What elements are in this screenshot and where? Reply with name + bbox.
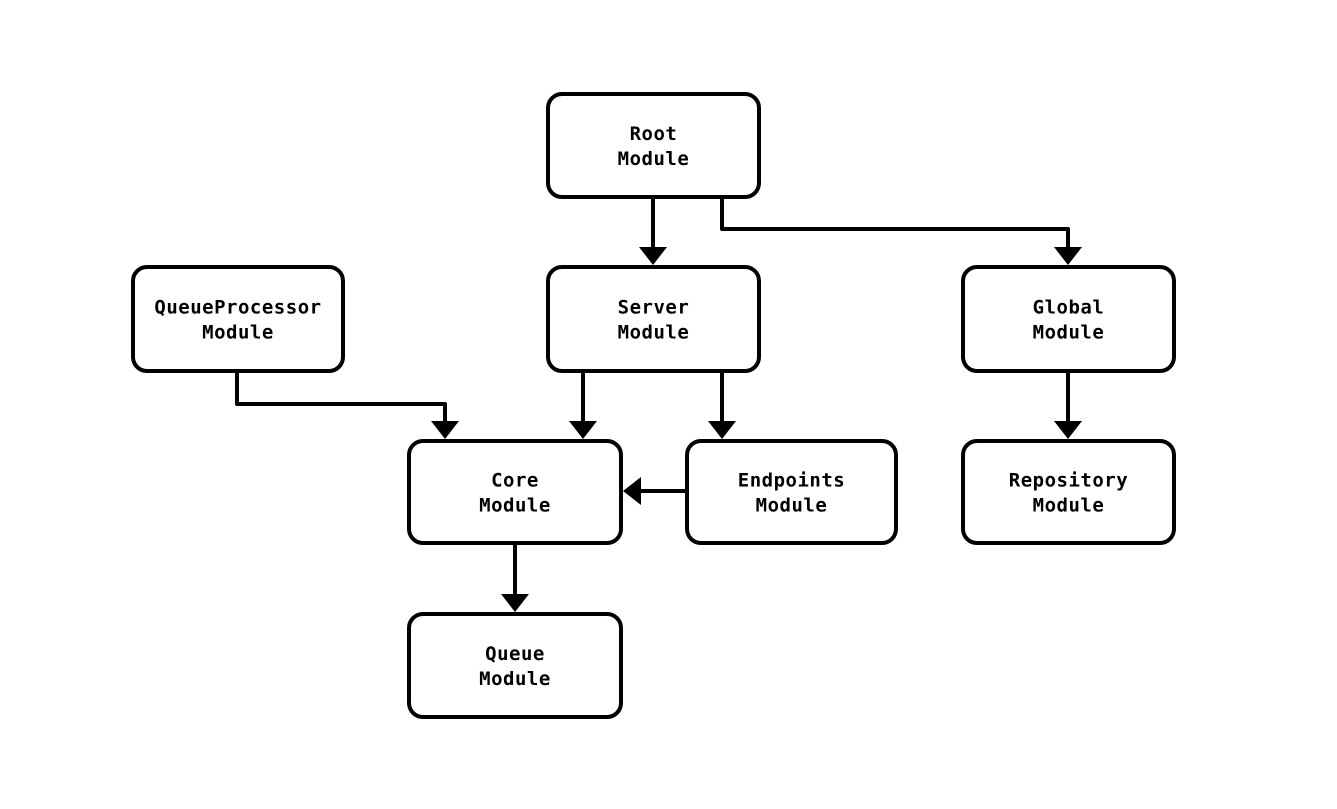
edge-core-to-queue [501, 543, 529, 612]
edges-layer [235, 197, 1082, 612]
edge-root-to-global-line [720, 197, 1070, 252]
global-module-node-label-line1: Global [1033, 297, 1105, 319]
endpoints-module-node-label-line2: Module [756, 495, 828, 517]
edge-queueprocessor-to-core-arrowhead [431, 421, 459, 439]
edge-server-to-endpoints [708, 371, 736, 439]
edge-root-to-server-arrowhead [639, 247, 667, 265]
core-module-node-label-line1: Core [491, 470, 539, 492]
repository-module-node-label-line2: Module [1033, 495, 1105, 517]
edge-endpoints-to-core [623, 477, 687, 505]
global-module-node-box[interactable] [961, 265, 1176, 373]
edge-queueprocessor-to-core-line [235, 371, 447, 426]
edge-server-to-core [569, 371, 597, 439]
queueprocessor-module-node-box[interactable] [131, 265, 345, 373]
endpoints-module-node-box[interactable] [685, 439, 898, 545]
edge-server-to-core-arrowhead [569, 421, 597, 439]
edge-core-to-queue-arrowhead [501, 594, 529, 612]
server-module-node-label-line2: Module [618, 322, 690, 344]
server-module-node-label-line1: Server [618, 297, 690, 319]
nodes-layer: RootModuleQueueProcessorModuleServerModu… [131, 92, 1176, 719]
server-module-node-box[interactable] [546, 265, 761, 373]
core-module-node-label-line2: Module [479, 495, 551, 517]
endpoints-module-node-label-line1: Endpoints [738, 470, 845, 492]
edge-server-to-endpoints-arrowhead [708, 421, 736, 439]
root-module-node-label-line2: Module [618, 148, 690, 170]
queueprocessor-module-node-label-line1: QueueProcessor [154, 297, 321, 319]
edge-endpoints-to-core-arrowhead [623, 477, 641, 505]
edge-global-to-repository [1054, 371, 1082, 439]
edge-global-to-repository-arrowhead [1054, 421, 1082, 439]
queue-module-node-label-line2: Module [479, 668, 551, 690]
repository-module-node-box[interactable] [961, 439, 1176, 545]
repository-module-node-label-line1: Repository [1009, 470, 1128, 492]
core-module-node-box[interactable] [407, 439, 623, 545]
edge-root-to-server [639, 197, 667, 265]
root-module-node-box[interactable] [546, 92, 761, 199]
queue-module-node-label-line1: Queue [485, 643, 545, 665]
edge-root-to-global-arrowhead [1054, 247, 1082, 265]
edge-root-to-global [720, 197, 1082, 265]
queue-module-node-box[interactable] [407, 612, 623, 719]
queueprocessor-module-node-label-line2: Module [202, 322, 274, 344]
global-module-node-label-line2: Module [1033, 322, 1105, 344]
root-module-node-label-line1: Root [630, 123, 678, 145]
edge-queueprocessor-to-core [235, 371, 459, 439]
